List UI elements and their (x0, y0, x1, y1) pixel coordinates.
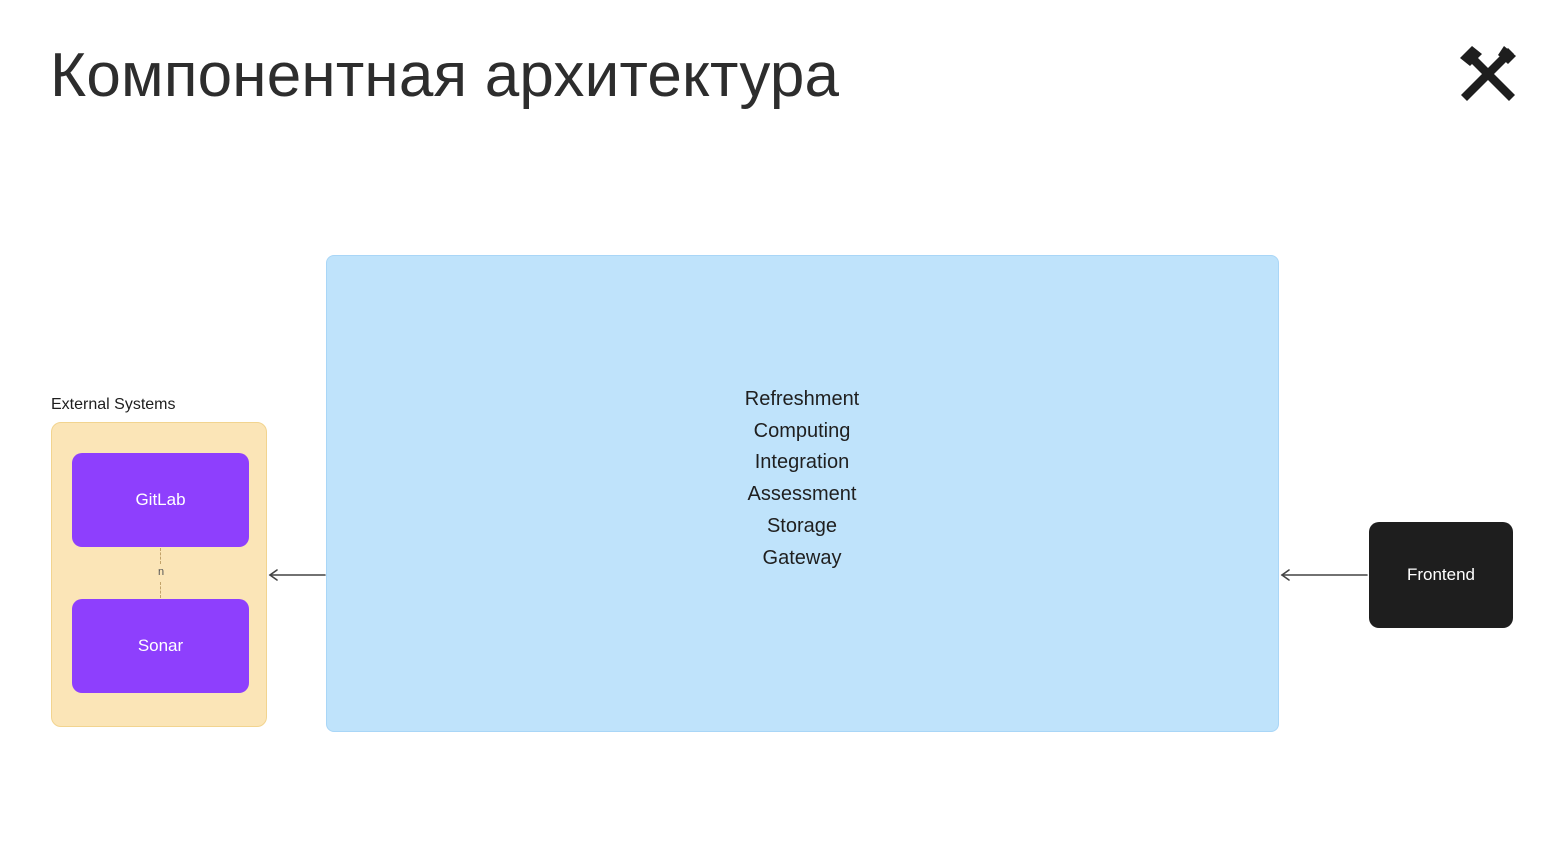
gitlab-sonar-link-bottom (160, 582, 161, 598)
page-title: Компонентная архитектура (50, 41, 840, 110)
module-item: Gateway (762, 546, 842, 569)
module-item: Refreshment (744, 388, 860, 410)
frontend-to-core-arrow (1280, 569, 1368, 581)
sonar-label: Sonar (137, 636, 184, 655)
module-item: Computing (753, 419, 851, 442)
module-item: Integration (754, 451, 850, 474)
core-system-box (326, 255, 1279, 732)
frontend-label: Frontend (1406, 565, 1476, 584)
hammer-cross-logo-icon (1460, 46, 1516, 102)
external-systems-label: External Systems (51, 396, 176, 413)
module-item: Storage (766, 514, 838, 537)
core-to-external-arrow (268, 569, 326, 581)
gitlab-sonar-link-top (160, 548, 161, 564)
sonar-node: Sonar (72, 599, 249, 693)
gitlab-label: GitLab (135, 490, 186, 509)
core-module-list: Refreshment Computing Integration Assess… (652, 384, 952, 574)
frontend-node: Frontend (1369, 522, 1513, 628)
gitlab-node: GitLab (72, 453, 249, 547)
relation-label: n (157, 566, 165, 578)
module-item: Assessment (747, 483, 857, 506)
